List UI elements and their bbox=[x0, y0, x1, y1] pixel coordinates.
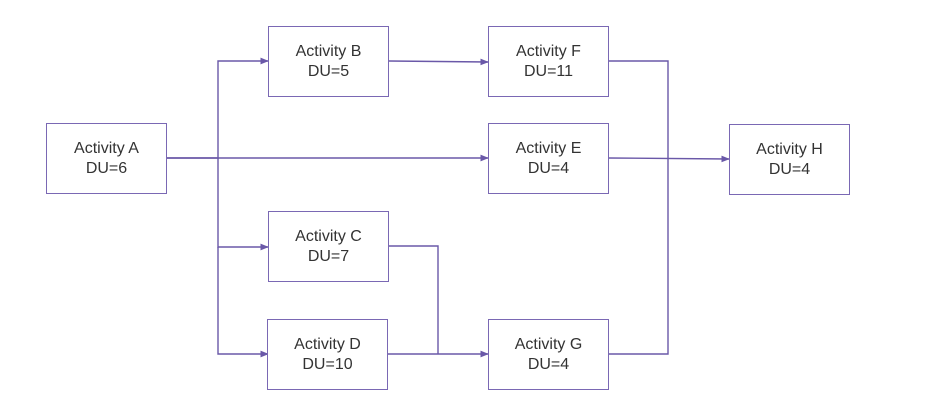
edge-a-b bbox=[166, 57, 269, 159]
edge-f-h bbox=[608, 60, 669, 159]
node-duration: DU=7 bbox=[307, 247, 350, 265]
node-activity-e: Activity E DU=4 bbox=[488, 123, 609, 194]
node-label: Activity G bbox=[514, 335, 583, 353]
node-activity-c: Activity C DU=7 bbox=[268, 211, 389, 282]
node-duration: DU=4 bbox=[527, 355, 570, 373]
node-duration: DU=5 bbox=[307, 62, 350, 80]
node-label: Activity B bbox=[295, 42, 362, 60]
node-activity-g: Activity G DU=4 bbox=[488, 319, 609, 390]
node-label: Activity A bbox=[74, 139, 139, 157]
node-duration: DU=11 bbox=[523, 62, 574, 80]
node-label: Activity H bbox=[756, 140, 823, 158]
node-label: Activity F bbox=[516, 42, 581, 60]
edge-g-h bbox=[608, 159, 669, 355]
edge-a-c bbox=[217, 158, 269, 251]
edge-b-f bbox=[388, 58, 489, 66]
node-duration: DU=4 bbox=[768, 160, 811, 178]
node-duration: DU=6 bbox=[85, 159, 128, 177]
node-label: Activity E bbox=[515, 139, 582, 157]
edge-e-h bbox=[607, 155, 730, 163]
node-duration: DU=10 bbox=[302, 355, 353, 373]
edge-c-g bbox=[388, 245, 439, 354]
node-label: Activity C bbox=[295, 227, 362, 245]
node-activity-d: Activity D DU=10 bbox=[267, 319, 388, 390]
node-activity-a: Activity A DU=6 bbox=[46, 123, 167, 194]
node-duration: DU=4 bbox=[527, 159, 570, 177]
node-activity-h: Activity H DU=4 bbox=[729, 124, 850, 195]
node-activity-b: Activity B DU=5 bbox=[268, 26, 389, 97]
node-label: Activity D bbox=[294, 335, 361, 353]
node-activity-f: Activity F DU=11 bbox=[488, 26, 609, 97]
edge-a-d bbox=[217, 247, 269, 358]
